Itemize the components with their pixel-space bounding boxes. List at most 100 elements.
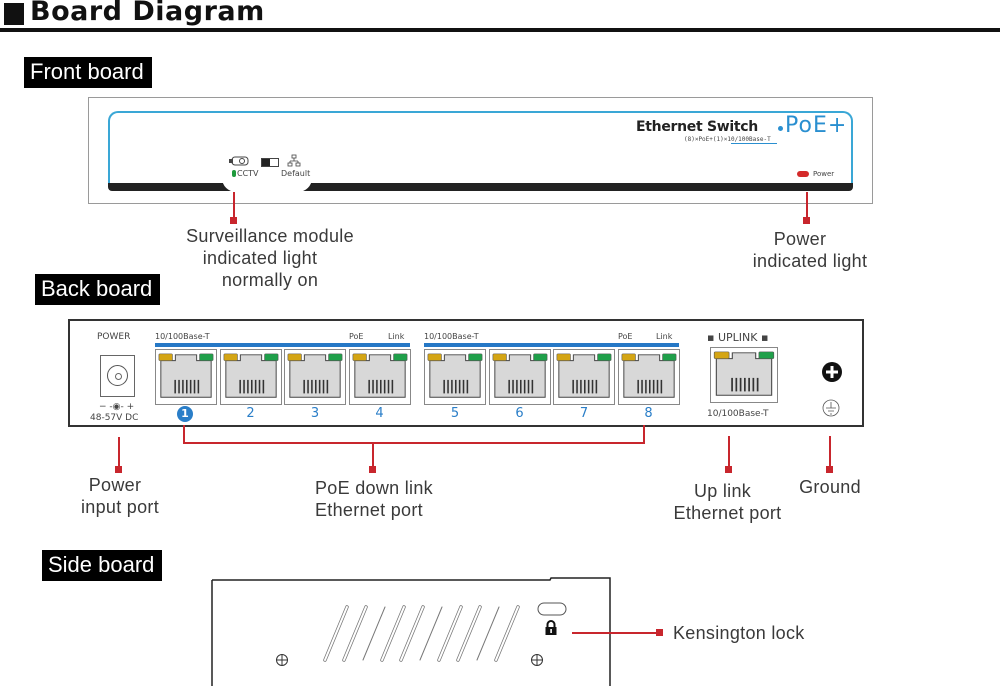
leader-bracket-left xyxy=(183,425,185,444)
callout-line: Power xyxy=(773,229,827,249)
leader-line-surveillance xyxy=(233,192,235,219)
callout-line: indicated light xyxy=(752,251,868,271)
section-label-back: Back board xyxy=(35,274,161,305)
leader-line-ground xyxy=(829,436,831,468)
port-number: 2 xyxy=(246,406,255,421)
callout-line: normally on xyxy=(221,270,319,290)
poe-port-2[interactable] xyxy=(219,349,282,405)
voltage-label: 48-57V DC xyxy=(90,413,139,423)
network-icon xyxy=(287,154,301,167)
vent-slot-inner xyxy=(457,606,481,661)
group1-speed-label: 10/100Base-T xyxy=(155,332,210,341)
rj45-jack-icon xyxy=(287,353,343,398)
port-number: 4 xyxy=(375,406,384,421)
vent-slot-inner xyxy=(324,606,348,661)
front-board-panel xyxy=(108,111,853,186)
group2-speed-label: 10/100Base-T xyxy=(424,332,479,341)
callout-line: PoE down link xyxy=(315,478,433,498)
front-board-base xyxy=(108,183,853,191)
poe-port-8[interactable] xyxy=(617,349,680,405)
ground-screw-icon xyxy=(822,362,842,382)
group1-poe-label: PoE xyxy=(349,332,364,341)
leader-dot-uplink xyxy=(725,466,732,473)
switch-knob xyxy=(262,159,270,166)
power-port-label: POWER xyxy=(97,332,131,342)
callout-poe-downlink: PoE down link Ethernet port xyxy=(300,477,450,521)
cctv-led xyxy=(232,170,236,177)
front-notch xyxy=(222,178,312,192)
brand-dot xyxy=(778,126,783,131)
uplink-dot: ▪ xyxy=(707,331,718,344)
poe-port-3[interactable] xyxy=(284,349,346,405)
cctv-label: CCTV xyxy=(237,169,259,178)
callout-line: indicated light xyxy=(202,248,318,268)
poe-port-4[interactable] xyxy=(348,349,411,405)
leader-line-uplink xyxy=(728,436,730,468)
leader-dot-ground xyxy=(826,466,833,473)
leader-dot-power-light xyxy=(803,217,810,224)
brand-poe-plus: PoE+ xyxy=(785,113,848,138)
port-number: 5 xyxy=(450,406,460,421)
leader-line-power-input xyxy=(118,437,120,467)
vent-slot xyxy=(476,606,500,661)
screw-icon xyxy=(531,654,543,666)
vent-slot-inner xyxy=(438,606,462,661)
rj45-jack-icon xyxy=(492,353,547,398)
header-block xyxy=(4,3,24,25)
poe-port-6[interactable] xyxy=(488,349,551,405)
callout-line: Kensington lock xyxy=(673,623,805,643)
power-jack-ring xyxy=(107,365,128,386)
back-board-frame xyxy=(68,319,864,427)
side-board xyxy=(211,577,611,686)
lock-icon xyxy=(545,620,557,635)
brand-label: Ethernet Switch xyxy=(636,119,758,135)
port-number: 8 xyxy=(644,406,653,421)
group2-bar xyxy=(424,343,679,347)
callout-line: Power xyxy=(88,475,142,495)
rj45-jack-icon xyxy=(713,351,775,396)
uplink-dot: ▪ xyxy=(757,331,769,344)
poe-port-1[interactable] xyxy=(155,349,217,405)
rj45-jack-icon xyxy=(427,353,483,398)
group2-link-label: Link xyxy=(656,332,673,341)
ground-symbol-icon xyxy=(822,399,840,417)
power-led-label: Power xyxy=(813,170,835,178)
power-led xyxy=(797,171,809,177)
callout-uplink: Up link Ethernet port xyxy=(655,480,800,524)
screw-icon xyxy=(276,654,288,666)
leader-bracket-bar xyxy=(183,442,645,444)
power-jack-pin xyxy=(115,373,122,380)
vent-slot-inner xyxy=(343,606,367,661)
leader-dot-surveillance xyxy=(230,217,237,224)
uplink-label-wrap: ▪ UPLINK ▪ xyxy=(707,331,768,344)
callout-line: Ground xyxy=(799,477,861,497)
callout-kensington: Kensington lock xyxy=(673,622,805,644)
vent-slot-inner xyxy=(400,606,424,661)
poe-port-5[interactable] xyxy=(424,349,486,405)
poe-port-7[interactable] xyxy=(553,349,615,405)
callout-line: input port xyxy=(80,497,160,517)
callout-surveillance: Surveillance module indicated light norm… xyxy=(165,225,375,291)
port-number: 6 xyxy=(515,406,524,421)
header-rule xyxy=(0,28,1000,32)
port-number: 1 xyxy=(177,406,193,422)
page-title: Board Diagram xyxy=(30,0,265,27)
default-switch[interactable] xyxy=(261,158,279,167)
callout-power-input: Power input port xyxy=(60,474,180,518)
vent-slot-inner xyxy=(381,606,405,661)
uplink-port[interactable] xyxy=(710,347,778,403)
callout-line: Ethernet port xyxy=(315,500,423,520)
rj45-jack-icon xyxy=(621,353,676,398)
port-number: 3 xyxy=(310,406,320,421)
vent-slot-inner xyxy=(495,606,519,661)
callout-ground: Ground xyxy=(785,476,875,498)
vent-slot xyxy=(362,606,386,661)
polarity-symbol: − -◉- + xyxy=(99,402,135,412)
group2-poe-label: PoE xyxy=(618,332,633,341)
camera-icon xyxy=(229,156,249,166)
leader-line-power-light xyxy=(806,192,808,219)
vent-slot xyxy=(419,606,443,661)
section-label-front: Front board xyxy=(24,57,152,88)
leader-line-kensington xyxy=(572,632,660,634)
power-jack[interactable] xyxy=(100,355,135,397)
